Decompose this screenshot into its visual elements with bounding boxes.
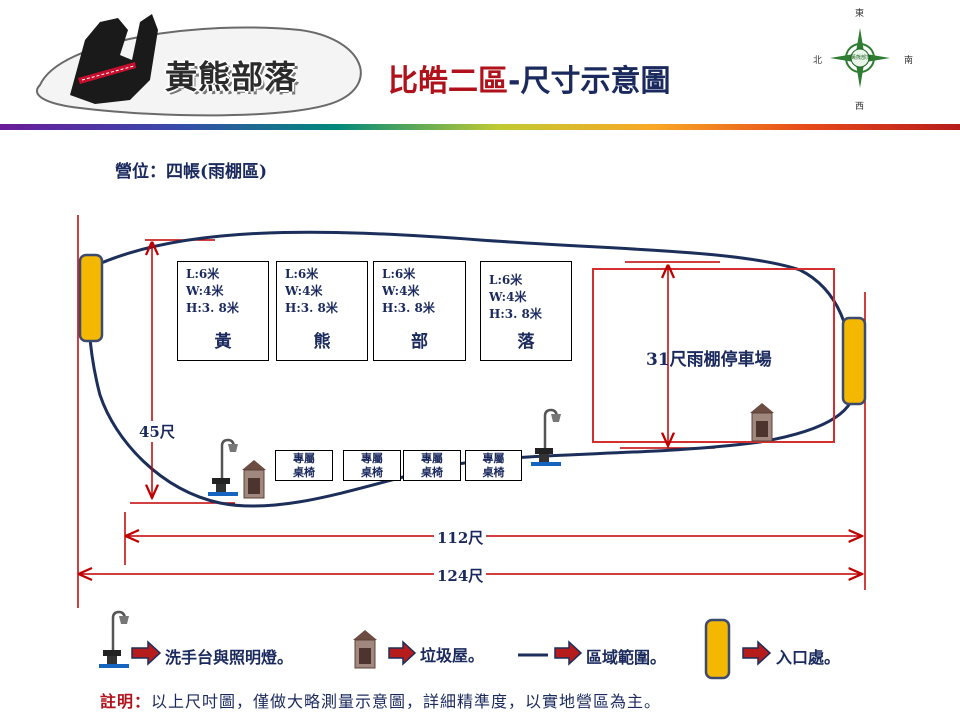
seat-label: 專屬 xyxy=(482,452,505,465)
legend-arrow-icon xyxy=(742,640,772,666)
tent-width: W:4米 xyxy=(382,284,420,298)
legend-arrow-icon xyxy=(131,640,162,666)
legend-sink-light-label: 洗手台與照明燈。 xyxy=(165,648,294,667)
bear-logo-icon xyxy=(70,14,158,104)
seat-label: 桌椅 xyxy=(482,466,505,479)
footnote: 註明：以上尺吋圖，僅做大略測量示意圖，詳細精準度，以實地營區為主。 xyxy=(100,688,661,712)
compass-center-text: 黃熊部落 xyxy=(851,55,872,61)
parking-name-label: 雨棚停車場 xyxy=(686,350,772,370)
tent-height: H:3. 8米 xyxy=(285,301,338,315)
tent-height: H:3. 8米 xyxy=(186,301,239,315)
legend-entrance-icon xyxy=(704,618,731,680)
tent-name: 熊 xyxy=(313,332,331,352)
seat-area-1: 專屬桌椅 xyxy=(275,450,333,481)
legend-sink-light-icon xyxy=(99,610,129,668)
legend-arrow-icon xyxy=(388,640,417,666)
tent-1: L:6米 W:4米 H:3. 8米 黃 xyxy=(177,261,269,361)
legend-trash-house-label: 垃圾屋。 xyxy=(420,646,485,665)
tent-height: H:3. 8米 xyxy=(382,301,435,315)
parking-area xyxy=(592,268,835,443)
tent-width: W:4米 xyxy=(186,284,224,298)
logo-text: 黃熊部落 xyxy=(165,58,298,96)
tent-height: H:3. 8米 xyxy=(489,307,542,321)
sink-light-icon xyxy=(208,438,238,496)
legend-entrance-label: 入口處。 xyxy=(776,648,841,667)
tent-2: L:6米 W:4米 H:3. 8米 熊 xyxy=(276,261,368,361)
legend-trash-house-icon xyxy=(353,630,377,669)
sink-light-icon xyxy=(531,408,561,466)
seat-label: 桌椅 xyxy=(361,466,383,479)
page-title-red: 比皓二區 xyxy=(388,64,508,99)
entrance-right xyxy=(841,316,867,406)
seat-area-2: 專屬桌椅 xyxy=(343,450,401,481)
tent-3: L:6米 W:4米 H:3. 8米 部 xyxy=(373,261,466,361)
legend-boundary-label: 區域範圍。 xyxy=(586,648,667,667)
entrance-left xyxy=(78,253,104,343)
tent-4: L:6米 W:4米 H:3. 8米 落 xyxy=(480,261,572,361)
tent-length: L:6米 xyxy=(489,273,523,287)
tent-width: W:4米 xyxy=(489,290,527,304)
parking-label: 31尺雨棚停車場 xyxy=(646,345,772,370)
tent-length: L:6米 xyxy=(285,267,319,281)
tent-name: 黃 xyxy=(214,332,232,352)
seat-label: 專屬 xyxy=(293,452,315,465)
seat-label: 桌椅 xyxy=(421,466,443,479)
trash-house-icon xyxy=(750,403,774,442)
legend-arrow-icon xyxy=(554,640,583,666)
tent-name: 落 xyxy=(517,332,535,352)
page-title: 比皓二區-尺寸示意圖 xyxy=(388,56,670,100)
tent-width: W:4米 xyxy=(285,284,323,298)
footnote-lead: 註明： xyxy=(100,692,152,711)
compass-label-bottom: 西 xyxy=(855,102,865,112)
seat-area-3: 專屬桌椅 xyxy=(403,450,461,481)
dimension-124-label: 124尺 xyxy=(434,565,487,586)
compass-label-left: 北 xyxy=(813,56,823,66)
compass-label-top: 東 xyxy=(855,9,865,19)
tent-length: L:6米 xyxy=(186,267,220,281)
parking-depth-label: 31尺 xyxy=(646,350,687,370)
tent-name: 部 xyxy=(411,332,428,352)
seat-label: 專屬 xyxy=(361,452,383,465)
site-label: 營位：四帳(雨棚區) xyxy=(115,162,268,182)
dimension-45-label: 45尺 xyxy=(136,421,178,442)
trash-house-icon xyxy=(242,460,266,499)
header-divider xyxy=(0,124,960,130)
dimension-112-label: 112尺 xyxy=(434,527,487,548)
tent-length: L:6米 xyxy=(382,267,416,281)
page-title-rest: -尺寸示意圖 xyxy=(508,64,671,99)
compass-label-right: 南 xyxy=(904,56,914,66)
compass-icon xyxy=(830,28,890,88)
seat-label: 桌椅 xyxy=(293,466,315,479)
header-graphics xyxy=(35,14,890,117)
seat-area-4: 專屬桌椅 xyxy=(465,450,522,481)
footnote-text: 以上尺吋圖，僅做大略測量示意圖，詳細精準度，以實地營區為主。 xyxy=(151,692,662,711)
seat-label: 專屬 xyxy=(421,452,443,465)
